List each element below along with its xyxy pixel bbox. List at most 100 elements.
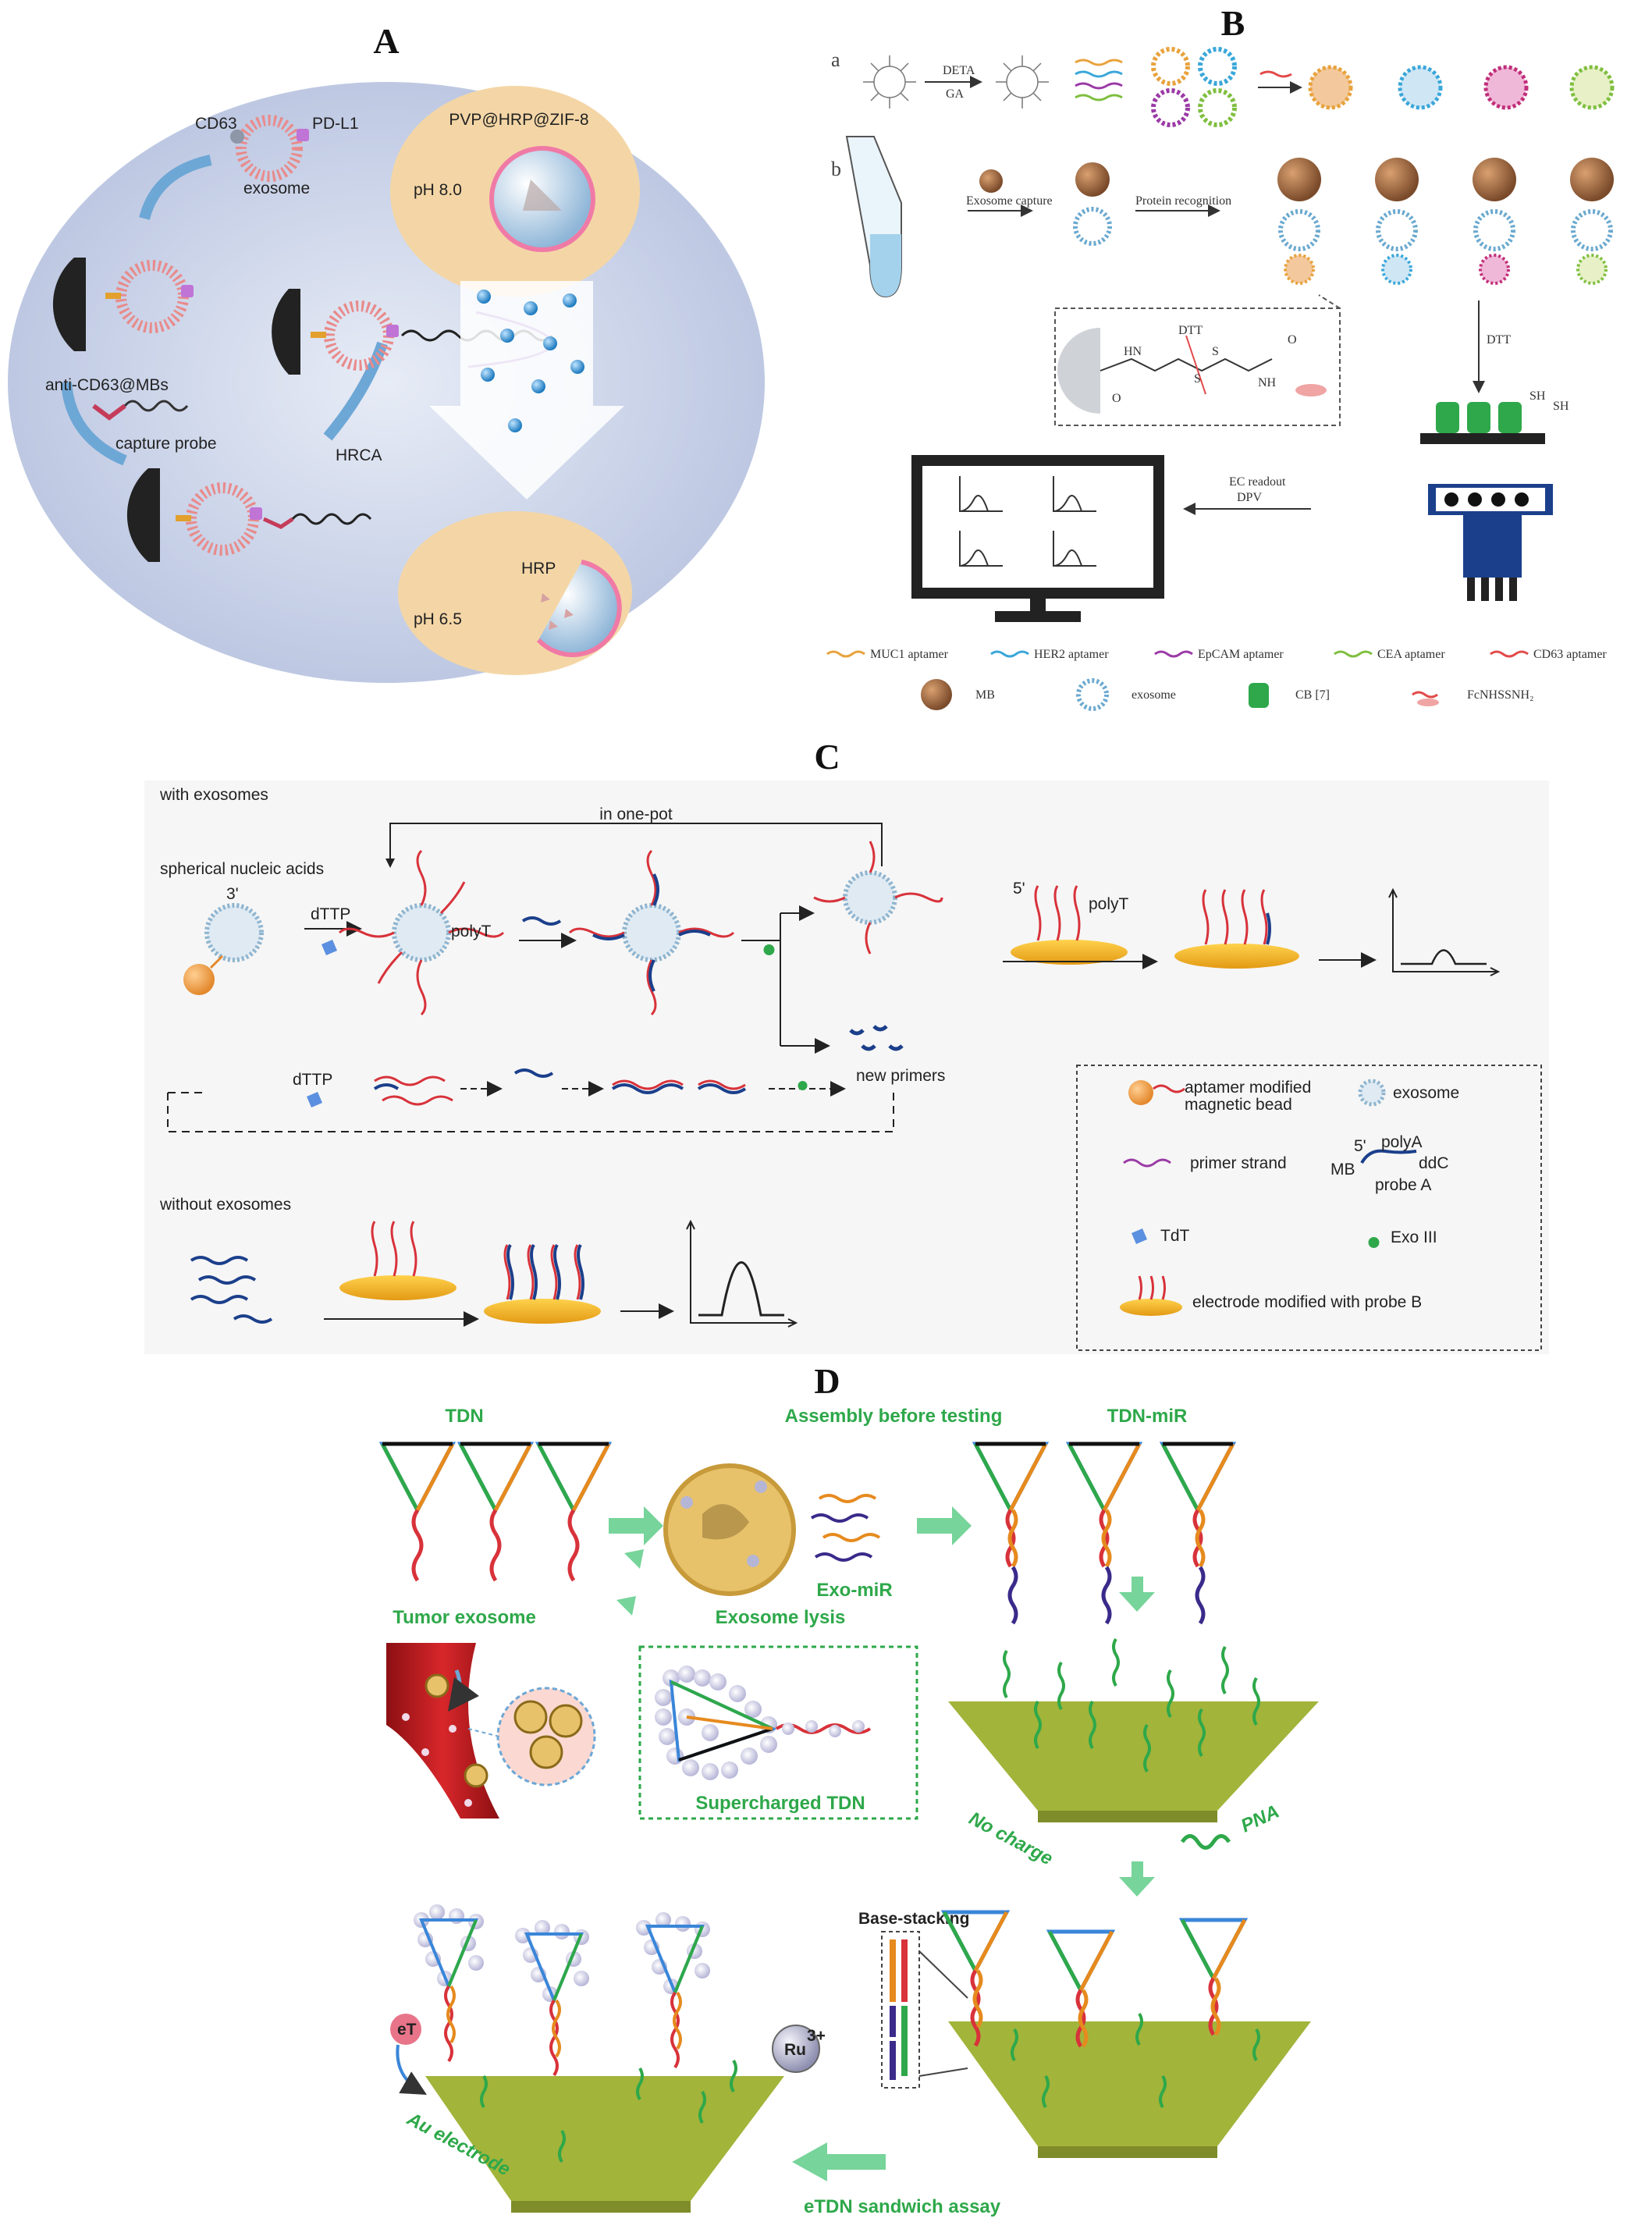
label-tdn: TDN — [445, 1406, 483, 1427]
label-base-stacking: Base-stacking — [858, 1910, 969, 1928]
label-ru-sup: 3+ — [807, 2027, 826, 2045]
capture-complexes — [1277, 158, 1614, 285]
mb-complex-2 — [126, 468, 372, 562]
cb7-layer: SH SH — [1420, 389, 1569, 444]
arrow-a2 — [61, 382, 127, 466]
pna-surface — [948, 1637, 1319, 1822]
label-hrca: HRCA — [336, 446, 382, 464]
legend-probe-a: probe A — [1375, 1176, 1431, 1194]
arrow-a1 — [139, 155, 212, 220]
label-sh2: SH — [1553, 400, 1569, 413]
legend-fc: FcNHSSNH₂ — [1467, 688, 1534, 702]
lysed-exosome — [663, 1463, 796, 1596]
electrode-c1 — [1011, 885, 1128, 965]
panel-c: C with exosomes in one-pot spherical nuc… — [144, 737, 1549, 1354]
label-o2: O — [1288, 333, 1297, 347]
label-dtt-arrow: DTT — [1487, 333, 1511, 347]
label-tumor-exosome: Tumor exosome — [393, 1607, 536, 1628]
capture-surface — [940, 1910, 1311, 2158]
dtt-cleavage-box: DTT HN NH O O S S — [1054, 294, 1341, 426]
aptamer-flowers — [1151, 47, 1237, 127]
label-protein-recognition: Protein recognition — [1135, 194, 1231, 208]
sna-4 — [813, 841, 943, 955]
label-exosome-lysis: Exosome lysis — [716, 1607, 846, 1628]
label-supercharged: Supercharged TDN — [695, 1793, 865, 1814]
electrode-c2 — [1174, 889, 1299, 969]
label-sh1: SH — [1529, 389, 1546, 403]
legend-muc1: MUC1 aptamer — [870, 648, 949, 661]
panel-b-label: B — [1221, 3, 1245, 43]
blood-vessel — [386, 1643, 499, 1818]
au-electrode-surface — [414, 1904, 784, 2213]
legend-exo3: Exo III — [1391, 1228, 1437, 1246]
label-ru: Ru — [784, 2041, 806, 2059]
free-primers — [190, 1256, 273, 1324]
label-3prime: 3' — [226, 885, 239, 903]
sna-3 — [568, 849, 735, 1016]
label-cd63: CD63 — [195, 115, 237, 133]
label-s2: S — [1212, 345, 1219, 358]
label-in-one-pot: in one-pot — [599, 805, 673, 823]
etdn-probes — [414, 1904, 710, 2077]
legend-five: 5' — [1354, 1137, 1366, 1155]
label-b-b: b — [831, 158, 841, 180]
sna-2 — [338, 849, 505, 1016]
legend-tdt: TdT — [1160, 1227, 1190, 1245]
exosome-top — [230, 115, 309, 182]
legend-electrode: electrode modified with probe B — [1192, 1293, 1422, 1311]
label-polyt-1: polyT — [451, 923, 492, 940]
legend-cea: CEA aptamer — [1377, 648, 1445, 661]
legend-aptamer-bead-l1: aptamer modified — [1185, 1079, 1311, 1097]
label-pd-l1: PD-L1 — [312, 115, 359, 133]
label-nh: NH — [1258, 376, 1277, 389]
label-polyt-2: polyT — [1089, 895, 1129, 913]
legend-primer: primer strand — [1190, 1154, 1287, 1172]
legend-polya: polyA — [1381, 1133, 1423, 1151]
base-stacking-box — [881, 1931, 968, 2089]
label-spherical-nucleic-acids: spherical nucleic acids — [160, 860, 324, 878]
ru-ion — [772, 2025, 820, 2073]
electrode-c4 — [484, 1243, 601, 1324]
label-ph80: pH 8.0 — [414, 181, 462, 199]
hrp-dots — [477, 290, 584, 432]
degraded-particle — [536, 560, 622, 657]
legend-exosome-b: exosome — [1132, 688, 1176, 702]
panel-c-label: C — [814, 737, 840, 777]
label-et: eT — [397, 2021, 417, 2039]
label-5prime: 5' — [1013, 880, 1025, 898]
label-ec-readout: EC readout — [1229, 475, 1286, 489]
label-assembly: Assembly before testing — [785, 1406, 1003, 1427]
monitor — [911, 455, 1164, 622]
label-etdn: eTDN sandwich assay — [804, 2196, 1001, 2217]
legend-b: MUC1 aptamer HER2 aptamer EpCAM aptamer … — [826, 648, 1607, 711]
legend-c: aptamer modified magnetic bead exosome p… — [1076, 1065, 1542, 1351]
label-new-primers: new primers — [856, 1067, 945, 1085]
legend-cb7: CB [7] — [1295, 688, 1330, 702]
legend-cd63: CD63 aptamer — [1533, 648, 1607, 661]
row-a-synthesis: DETA GA — [863, 47, 1615, 127]
capture-probe-icon — [92, 400, 189, 421]
label-ga: GA — [946, 87, 965, 101]
label-with-exosomes: with exosomes — [159, 786, 268, 804]
supercharged-tdn-box — [638, 1645, 918, 1820]
label-exo-mir: Exo-miR — [816, 1580, 892, 1601]
panel-d-label: D — [814, 1361, 840, 1401]
label-hn: HN — [1124, 345, 1142, 358]
label-ph65: pH 6.5 — [414, 610, 462, 628]
signal-plot-large — [686, 1219, 798, 1328]
legend-aptamer-bead-l2: magnetic bead — [1185, 1096, 1292, 1114]
tdn-mir-row — [972, 1442, 1237, 1625]
legend-mb: MB — [975, 688, 995, 702]
label-b-a: a — [831, 48, 840, 71]
pna-icon — [1180, 1834, 1231, 1850]
label-dpv: DPV — [1237, 491, 1262, 504]
et-icon — [390, 2014, 421, 2045]
legend-ddc: ddC — [1419, 1154, 1449, 1172]
legend-exosome-c: exosome — [1393, 1084, 1459, 1102]
label-exosome-capture: Exosome capture — [966, 194, 1053, 208]
label-capture-probe: capture probe — [115, 435, 217, 453]
signal-plot-small — [1388, 887, 1501, 976]
label-hrp: HRP — [521, 560, 556, 578]
panel-b: B a b DETA GA — [826, 3, 1615, 711]
